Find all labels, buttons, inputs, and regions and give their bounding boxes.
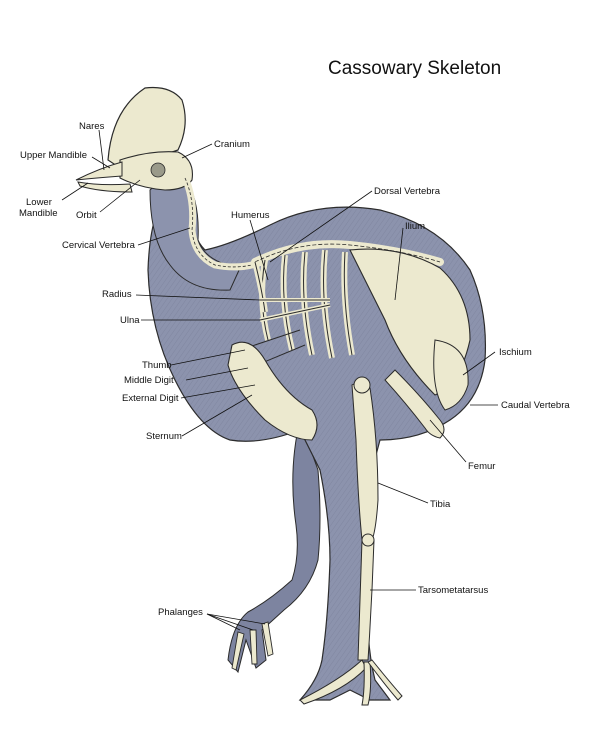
label-sternum: Sternum bbox=[146, 431, 182, 442]
ribs bbox=[259, 249, 355, 359]
label-femur: Femur bbox=[468, 461, 496, 472]
label-dorsal-vertebra: Dorsal Vertebra bbox=[374, 186, 441, 197]
ischium bbox=[433, 339, 469, 411]
label-tarsometatarsus: Tarsometatarsus bbox=[418, 585, 489, 596]
label-caudal-vertebra: Caudal Vertebra bbox=[501, 400, 570, 411]
label-orbit: Orbit bbox=[76, 210, 97, 221]
label-humerus: Humerus bbox=[231, 210, 270, 221]
ankle-joint bbox=[361, 533, 375, 547]
cervical-vertebrae-outline bbox=[184, 177, 263, 268]
label-external-digit: External Digit bbox=[122, 393, 179, 404]
label-middle-digit: Middle Digit bbox=[124, 375, 174, 386]
dorsal-vertebrae-outline bbox=[254, 243, 441, 263]
label-cervical-vertebra: Cervical Vertebra bbox=[62, 240, 135, 251]
orbit-socket bbox=[150, 162, 166, 178]
label-nares: Nares bbox=[79, 121, 105, 132]
sternum bbox=[227, 341, 318, 441]
back-phalanges bbox=[231, 621, 274, 671]
femur bbox=[384, 369, 445, 439]
label-ulna: Ulna bbox=[120, 315, 140, 326]
label-cranium: Cranium bbox=[214, 139, 250, 150]
label-upper-mandible: Upper Mandible bbox=[20, 150, 88, 161]
label-thumb: Thumb bbox=[142, 360, 172, 371]
label-ilium: Ilium bbox=[405, 221, 426, 232]
leader-lines bbox=[61, 129, 498, 631]
diagram-title: Cassowary Skeleton bbox=[328, 58, 502, 79]
beak-lower bbox=[77, 181, 133, 193]
front-toes bbox=[299, 659, 403, 706]
label-phalanges: Phalanges bbox=[158, 607, 203, 618]
label-lower-mandible-2: Mandible bbox=[19, 208, 58, 219]
label-lower-mandible-1: Lower bbox=[26, 197, 52, 208]
tarsometatarsus bbox=[357, 539, 375, 661]
label-tibia: Tibia bbox=[430, 499, 451, 510]
beak-upper bbox=[75, 161, 123, 181]
label-radius: Radius bbox=[102, 289, 132, 300]
knee-joint bbox=[353, 376, 371, 394]
label-ischium: Ischium bbox=[499, 347, 532, 358]
